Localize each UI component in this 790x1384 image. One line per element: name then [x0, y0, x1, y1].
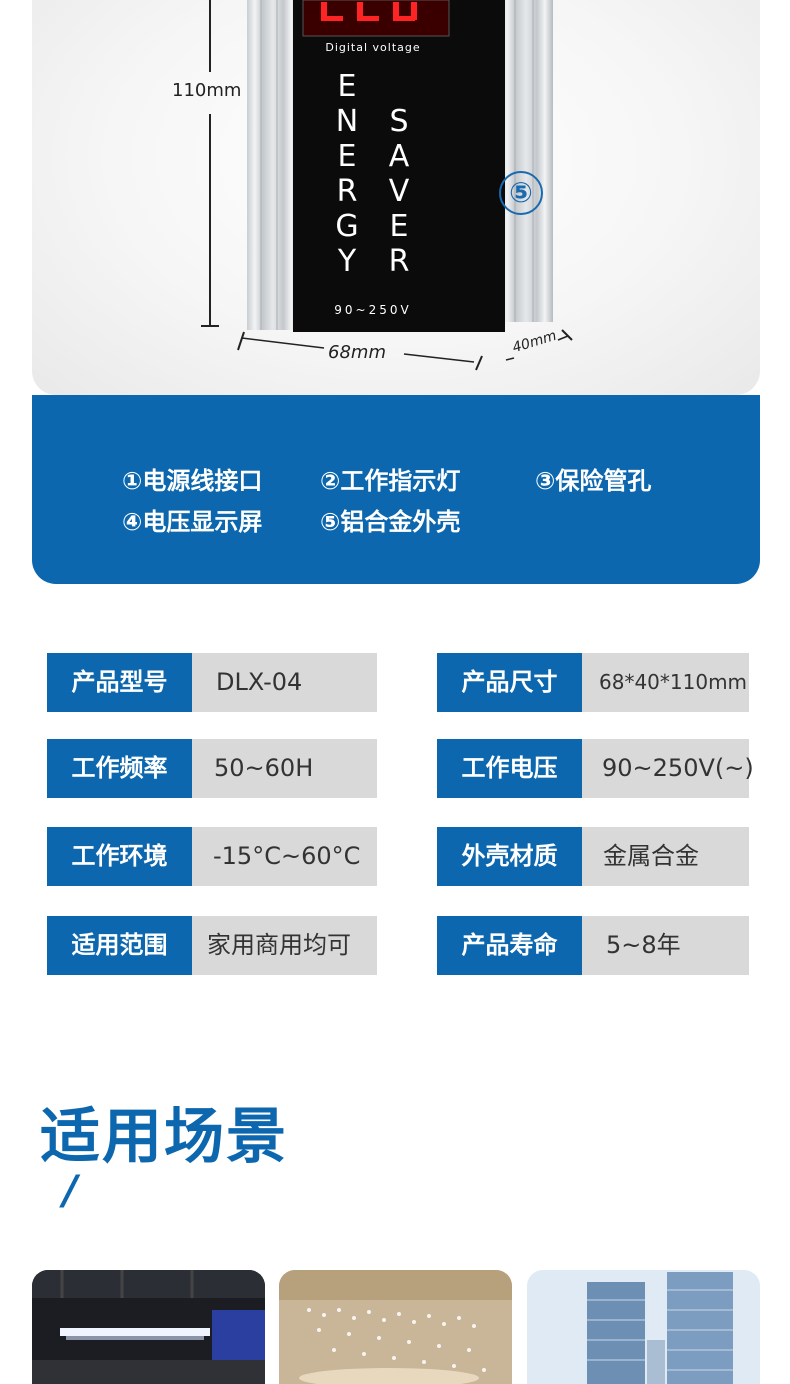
- svg-text:V: V: [389, 174, 410, 209]
- spec-value: 5~8年: [582, 916, 749, 975]
- saver-word: S A V E R: [389, 104, 410, 279]
- spec-key: 产品尺寸: [437, 653, 582, 712]
- svg-text:A: A: [389, 139, 410, 174]
- voltage-range-text: 90~250V: [334, 303, 411, 317]
- width-depth-dimension-lines: [237, 329, 573, 371]
- scene-image-hotel-lobby: [279, 1270, 512, 1384]
- svg-text:E: E: [338, 69, 357, 104]
- spec-key: 外壳材质: [437, 827, 582, 886]
- front-panel: [293, 0, 505, 332]
- spec-value: 90~250V(~): [582, 739, 754, 798]
- spec-value: 50~60H: [192, 739, 377, 798]
- svg-text:N: N: [336, 104, 358, 139]
- spec-row-material: 外壳材质 金属合金: [437, 827, 749, 886]
- width-dimension-label: 68mm: [328, 342, 386, 363]
- spec-key: 工作电压: [437, 739, 582, 798]
- energy-saver-device: Digital voltage E N E R G Y S A V E R 90…: [247, 0, 553, 332]
- spec-value: 金属合金: [582, 827, 749, 886]
- spec-row-size: 产品尺寸 68*40*110mm: [437, 653, 749, 712]
- height-dimension-cap: [201, 325, 219, 327]
- product-photo: 110mm: [32, 0, 760, 395]
- legend-item-fuse-hole: ③保险管孔: [535, 467, 652, 495]
- spec-row-frequency: 工作频率 50~60H: [47, 739, 377, 798]
- scene-image-office-building: [527, 1270, 760, 1384]
- callout-5: ⑤: [499, 171, 543, 215]
- section-title: 适用场景: [40, 1102, 288, 1172]
- spec-key: 产品型号: [47, 653, 192, 712]
- svg-text:E: E: [390, 209, 409, 244]
- legend-item-voltage-display: ④电压显示屏: [122, 508, 263, 536]
- display-caption: Digital voltage: [325, 41, 420, 54]
- energy-word: E N E R G Y: [335, 69, 358, 279]
- svg-text:Y: Y: [337, 244, 357, 279]
- spec-row-lifespan: 产品寿命 5~8年: [437, 916, 749, 975]
- spec-value: -15°C~60°C: [192, 827, 377, 886]
- parts-legend: ①电源线接口 ②工作指示灯 ③保险管孔 ④电压显示屏 ⑤铝合金外壳: [32, 365, 760, 584]
- spec-value: 68*40*110mm: [582, 653, 749, 712]
- legend-item-alloy-shell: ⑤铝合金外壳: [320, 508, 461, 536]
- spec-key: 工作频率: [47, 739, 192, 798]
- svg-text:S: S: [389, 104, 408, 139]
- aluminium-fin-right: [499, 0, 553, 322]
- title-divider: /: [63, 1168, 78, 1214]
- spec-key: 工作环境: [47, 827, 192, 886]
- spec-row-scope: 适用范围 家用商用均可: [47, 916, 377, 975]
- spec-row-environment: 工作环境 -15°C~60°C: [47, 827, 377, 886]
- spec-key: 适用范围: [47, 916, 192, 975]
- legend-item-indicator-light: ②工作指示灯: [320, 467, 461, 495]
- spec-row-voltage: 工作电压 90~250V(~): [437, 739, 754, 798]
- height-dimension-label: 110mm: [172, 80, 242, 101]
- aluminium-fin-left: [247, 0, 299, 330]
- svg-text:R: R: [389, 244, 410, 279]
- spec-value: 家用商用均可: [192, 916, 377, 975]
- spec-value: DLX-04: [192, 653, 377, 712]
- spec-key: 产品寿命: [437, 916, 582, 975]
- scene-image-warehouse: [32, 1270, 265, 1384]
- height-dimension-line: [209, 114, 211, 326]
- spec-row-model: 产品型号 DLX-04: [47, 653, 377, 712]
- height-dimension-line: [209, 0, 211, 72]
- svg-text:R: R: [337, 174, 358, 209]
- legend-item-power-port: ①电源线接口: [122, 467, 263, 495]
- svg-text:G: G: [335, 209, 358, 244]
- led-digits: [321, 2, 417, 21]
- svg-text:E: E: [338, 139, 357, 174]
